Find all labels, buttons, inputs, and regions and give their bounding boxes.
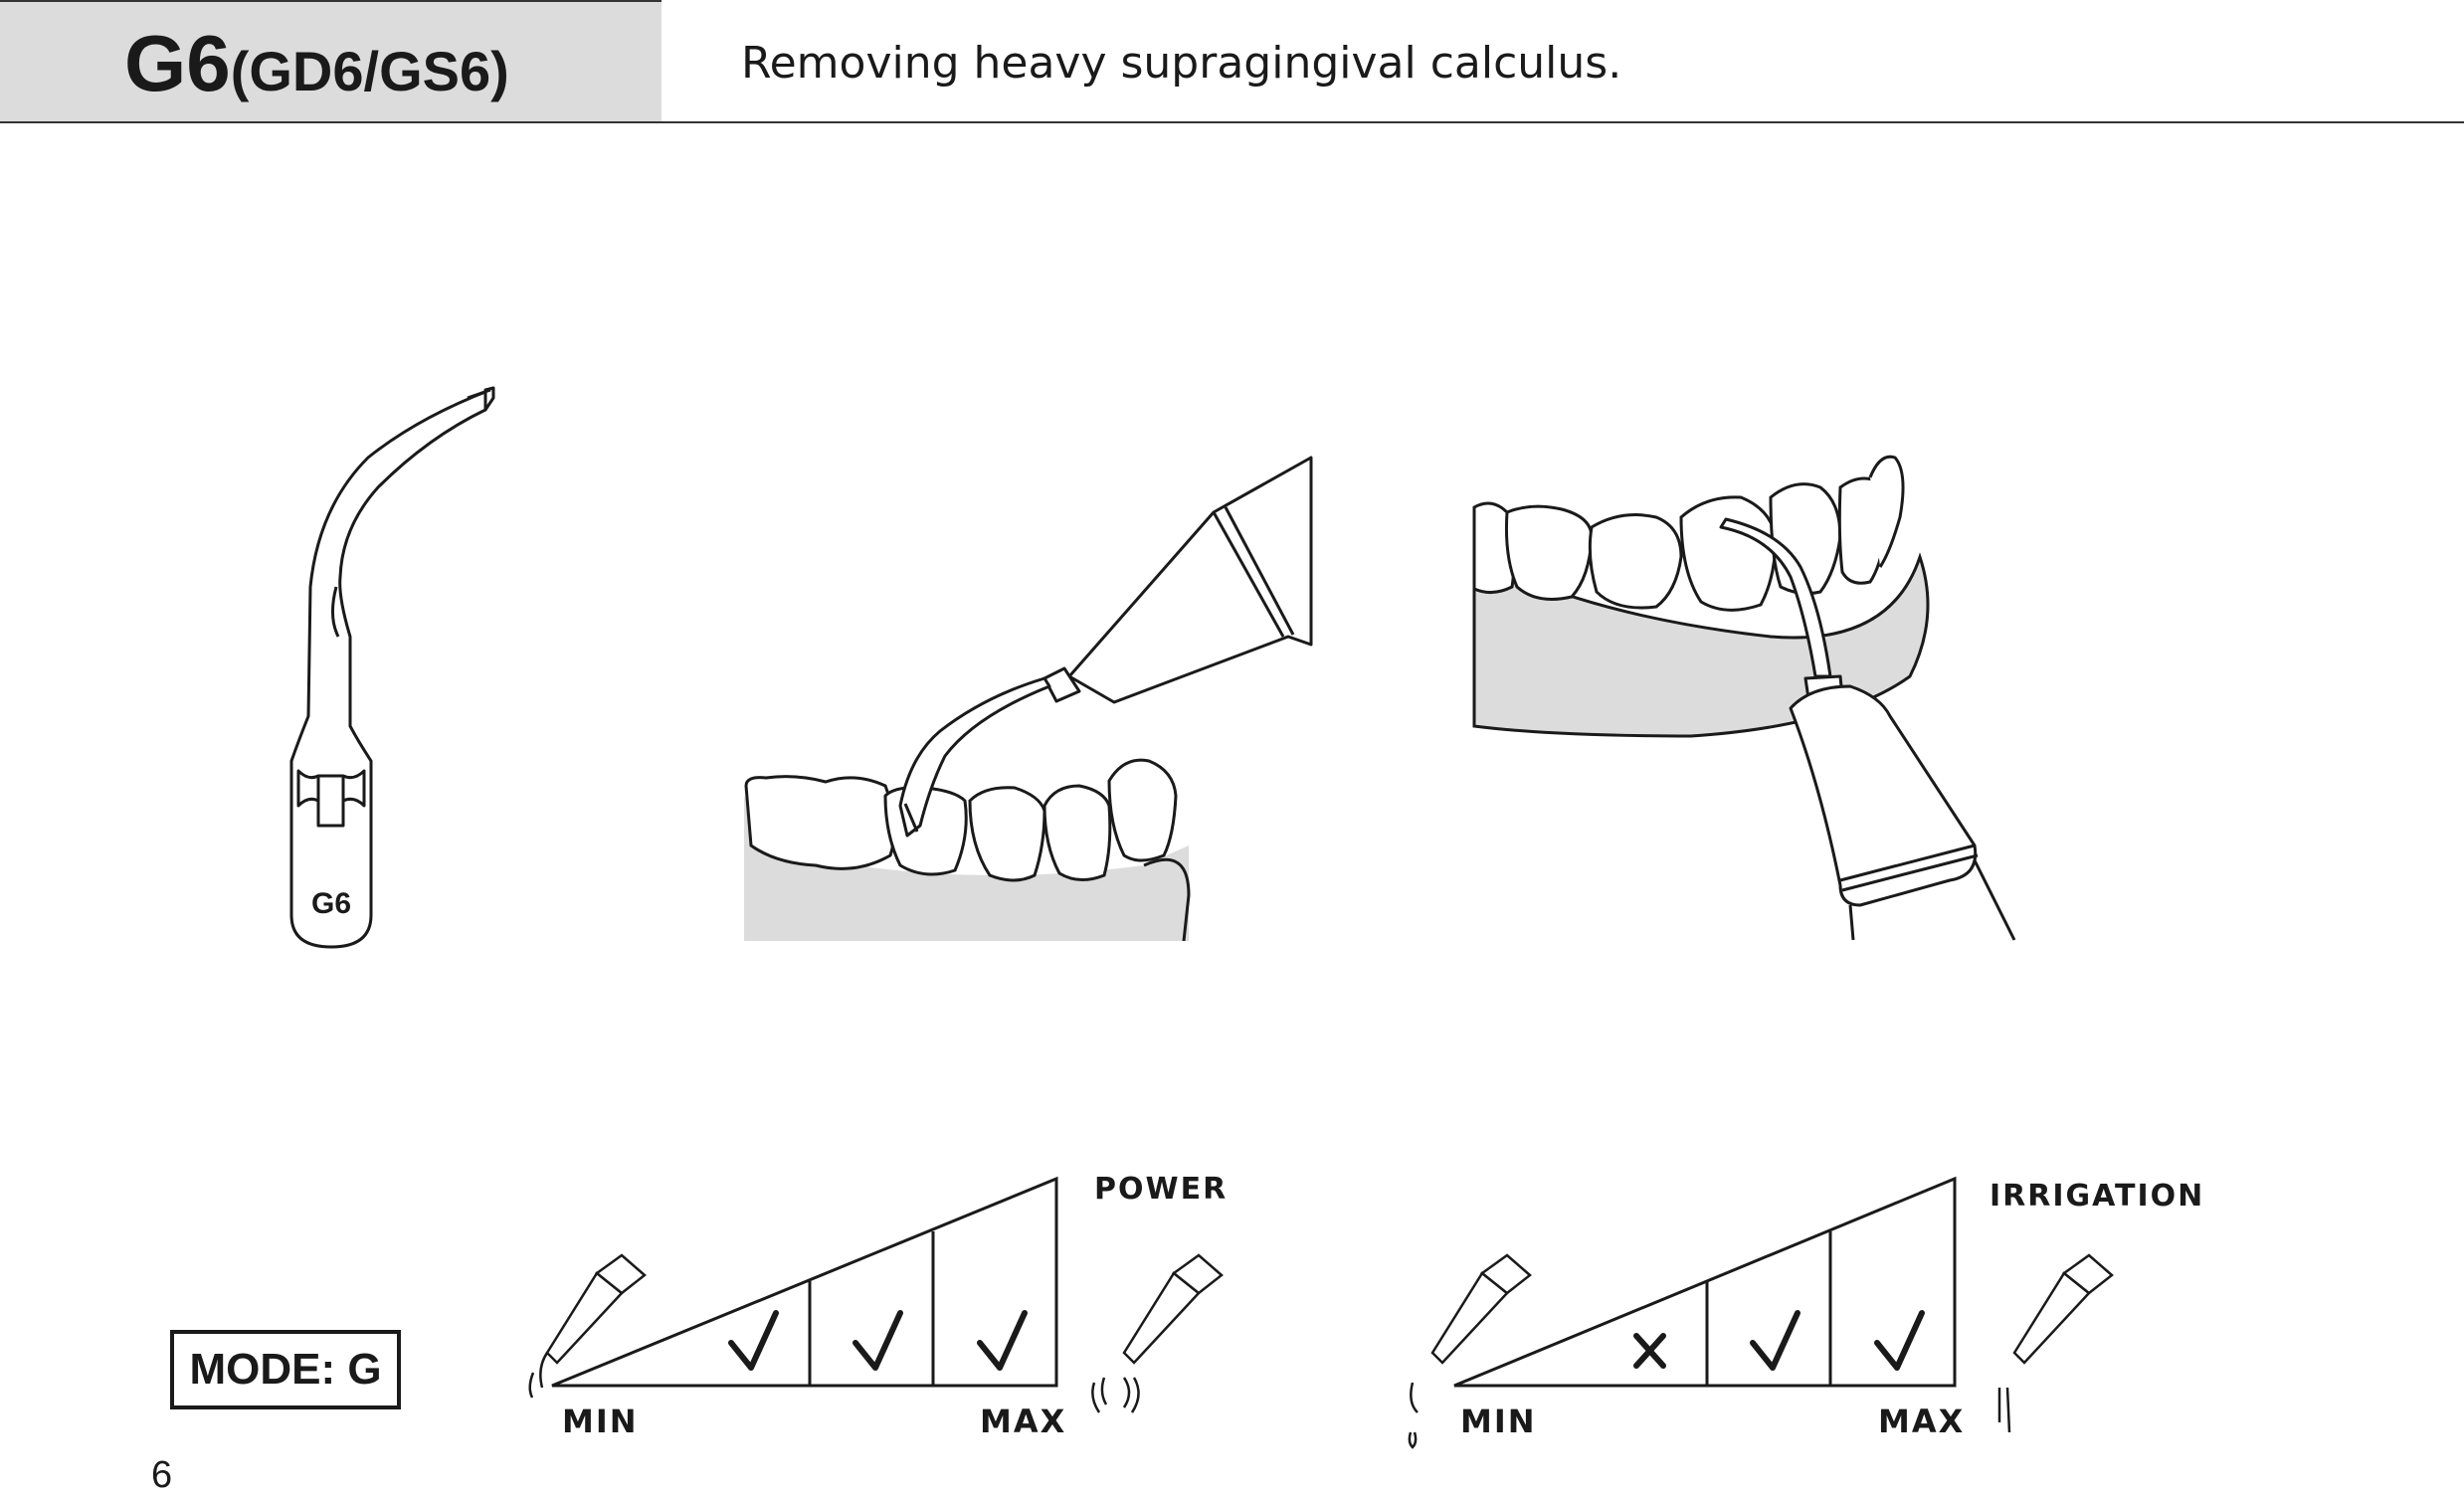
mode-badge: MODE: G xyxy=(170,1330,401,1409)
scaler-tip-illustration xyxy=(289,386,495,949)
irrigation-level-2-check-icon xyxy=(1750,1310,1801,1371)
irrigation-level-3-check-icon xyxy=(1874,1310,1925,1371)
power-scale xyxy=(528,1176,1224,1413)
irrigation-scale xyxy=(1408,1176,2114,1449)
handpiece-max-irrigation-icon xyxy=(1997,1253,2114,1433)
irrigation-level-1-cross-icon xyxy=(1633,1333,1666,1369)
tip-label: G6 xyxy=(311,887,351,920)
page-number: 6 xyxy=(151,1454,173,1496)
header-box xyxy=(0,0,662,123)
power-title: POWER xyxy=(1094,1172,1228,1207)
power-max-label: MAX xyxy=(980,1403,1066,1440)
page-title: G6(GD6/GS6) xyxy=(124,18,509,109)
power-min-label: MIN xyxy=(562,1403,639,1440)
header-rule xyxy=(662,121,2464,123)
irrigation-max-label: MAX xyxy=(1878,1403,1965,1440)
power-level-1-check-icon xyxy=(728,1310,779,1371)
description: Removing heavy supragingival calculus. xyxy=(741,38,1622,89)
handpiece-max-power-icon xyxy=(1091,1253,1224,1413)
power-level-2-check-icon xyxy=(853,1310,903,1371)
model-name: G6 xyxy=(124,19,231,107)
handpiece-min-power-icon xyxy=(528,1253,647,1399)
irrigation-min-label: MIN xyxy=(1460,1403,1537,1440)
irrigation-title: IRRIGATION xyxy=(1990,1179,2204,1214)
power-triangle xyxy=(551,1176,1058,1388)
model-variants: (GD6/GS6) xyxy=(230,40,509,102)
power-level-3-check-icon xyxy=(977,1310,1028,1371)
upper-teeth-illustration xyxy=(1472,455,2016,941)
handpiece-min-irrigation-icon xyxy=(1408,1253,1532,1449)
lower-teeth-illustration xyxy=(744,456,1313,942)
irrigation-triangle xyxy=(1453,1176,1957,1388)
